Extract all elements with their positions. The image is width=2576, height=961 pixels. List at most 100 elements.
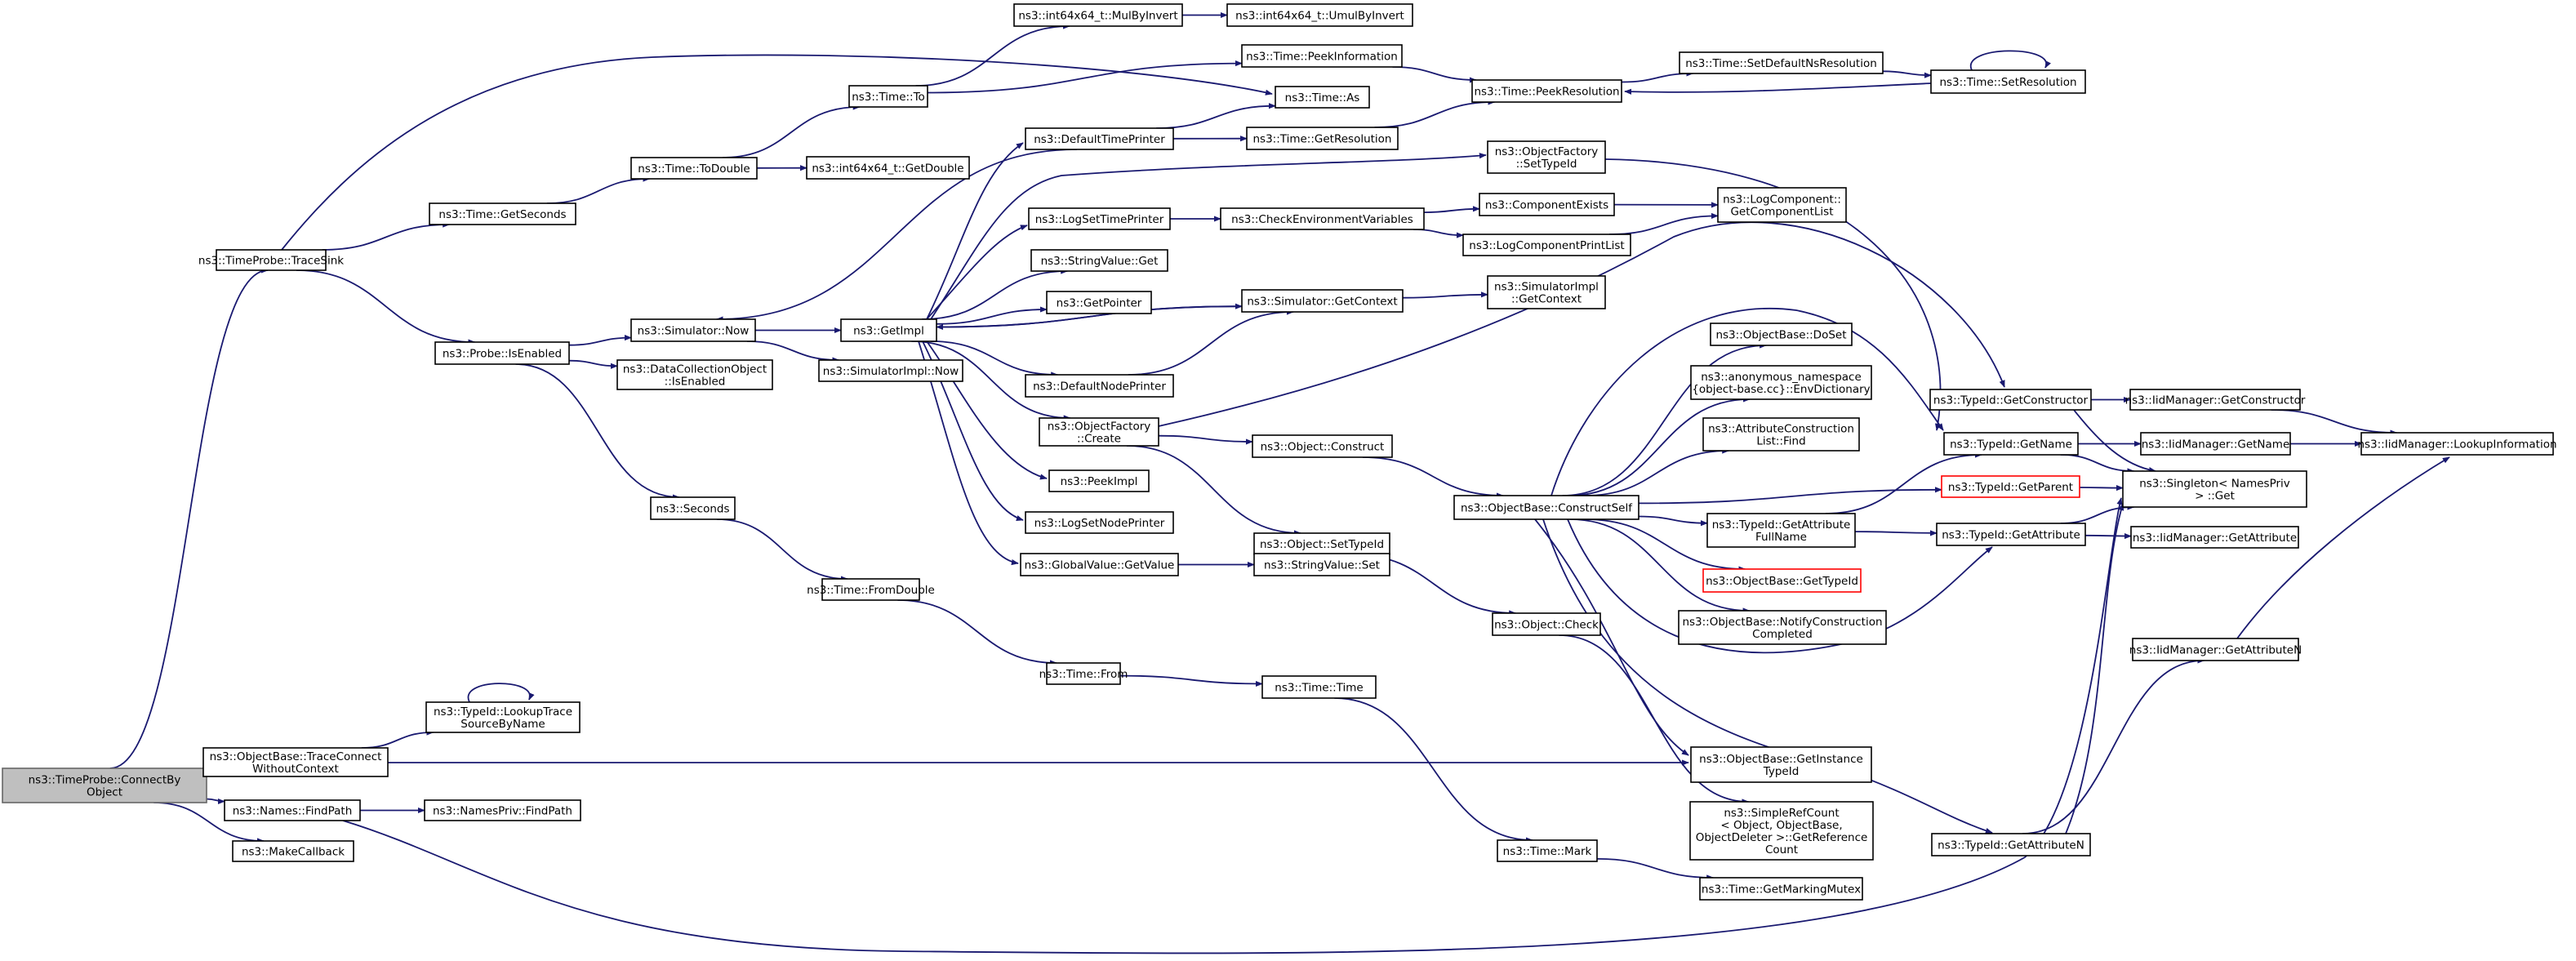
node-peekImpl[interactable]: ns3::PeekImpl	[1048, 469, 1150, 492]
node-box[interactable]	[1046, 291, 1152, 314]
node-componentExists[interactable]: ns3::ComponentExists	[1479, 193, 1615, 216]
node-box[interactable]	[1025, 374, 1174, 398]
node-getSeconds[interactable]: ns3::Time::GetSeconds	[429, 202, 576, 225]
node-defNodePrinter[interactable]: ns3::DefaultNodePrinter	[1025, 374, 1174, 398]
node-anonEnvDict[interactable]: ns3::anonymous_namespace{object-base.cc}…	[1690, 365, 1872, 400]
node-timeMark[interactable]: ns3::Time::Mark	[1497, 839, 1598, 862]
node-logCompPrintList[interactable]: ns3::LogComponentPrintList	[1462, 234, 1631, 256]
node-dcoIsEnabled[interactable]: ns3::DataCollectionObject::IsEnabled	[616, 359, 773, 390]
node-timeTime[interactable]: ns3::Time::Time	[1261, 675, 1377, 699]
node-box[interactable]	[1246, 127, 1399, 150]
node-box[interactable]	[1253, 553, 1390, 576]
node-iidGetAttributeN[interactable]: ns3::IidManager::GetAttributeN	[2129, 638, 2302, 661]
node-getPointer[interactable]: ns3::GetPointer	[1046, 291, 1152, 314]
node-box[interactable]	[1689, 801, 1874, 861]
node-iidGetAttribute[interactable]: ns3::IidManager::GetAttribute	[2130, 526, 2299, 549]
node-box[interactable]	[806, 156, 970, 180]
node-box[interactable]	[1497, 839, 1598, 862]
node-box[interactable]	[1226, 3, 1413, 27]
node-obDoSet[interactable]: ns3::ObjectBase::DoSet	[1710, 323, 1853, 346]
node-box[interactable]	[2129, 389, 2301, 411]
node-iidGetConstructor[interactable]: ns3::IidManager::GetConstructor	[2125, 389, 2306, 411]
node-box[interactable]	[1241, 289, 1404, 313]
node-gvGetValue[interactable]: ns3::GlobalValue::GetValue	[1020, 553, 1179, 576]
node-tidGetConstructor[interactable]: ns3::TypeId::GetConstructor	[1929, 389, 2092, 411]
node-simImplNow[interactable]: ns3::SimulatorImpl::Now	[818, 359, 963, 382]
node-box[interactable]	[1929, 389, 2092, 411]
node-timeAs[interactable]: ns3::Time::As	[1275, 86, 1370, 109]
node-simImplGetContext[interactable]: ns3::SimulatorImpl::GetContext	[1487, 275, 1606, 309]
node-singletonGet[interactable]: ns3::Singleton< NamesPriv> ::Get	[2122, 470, 2307, 508]
node-peekResolution[interactable]: ns3::Time::PeekResolution	[1471, 79, 1622, 103]
node-strValSet[interactable]: ns3::StringValue::Set	[1253, 553, 1390, 576]
node-fromDouble[interactable]: ns3::Time::FromDouble	[807, 578, 935, 601]
node-objSetTypeId[interactable]: ns3::Object::SetTypeId	[1253, 532, 1390, 555]
node-probeIsEnabled[interactable]: ns3::Probe::IsEnabled	[434, 341, 570, 365]
node-traceSink[interactable]: ns3::TimeProbe::TraceSink	[198, 249, 344, 271]
node-namesFindPath[interactable]: ns3::Names::FindPath	[224, 799, 361, 821]
node-box[interactable]	[650, 496, 736, 520]
node-box[interactable]	[1020, 553, 1179, 576]
node-getResolution[interactable]: ns3::Time::GetResolution	[1246, 127, 1399, 150]
node-peekInfo[interactable]: ns3::Time::PeekInformation	[1241, 44, 1403, 68]
node-objFactCreate[interactable]: ns3::ObjectFactory::Create	[1039, 417, 1159, 447]
node-box[interactable]	[1462, 234, 1631, 256]
node-tidGetAttributeN[interactable]: ns3::TypeId::GetAttributeN	[1931, 833, 2091, 856]
node-box[interactable]	[224, 799, 361, 821]
node-box[interactable]	[1492, 612, 1601, 636]
node-setDefNsRes[interactable]: ns3::Time::SetDefaultNsResolution	[1679, 51, 1884, 74]
node-box[interactable]	[1479, 193, 1615, 216]
node-box[interactable]	[232, 840, 354, 862]
node-getMarkingMutex[interactable]: ns3::Time::GetMarkingMutex	[1699, 877, 1863, 901]
node-box[interactable]	[1930, 69, 2086, 94]
node-obNotifyConstruction[interactable]: ns3::ObjectBase::NotifyConstructionCompl…	[1678, 610, 1887, 645]
node-box[interactable]	[1048, 469, 1150, 492]
node-box[interactable]	[1706, 513, 1856, 548]
node-box[interactable]	[1275, 86, 1370, 109]
node-getImpl[interactable]: ns3::GetImpl	[840, 318, 937, 342]
node-objConstruct[interactable]: ns3::Object::Construct	[1252, 434, 1393, 458]
node-box[interactable]	[818, 359, 963, 382]
node-box[interactable]	[1690, 746, 1872, 783]
node-umulByInvert[interactable]: ns3::int64x64_t::UmulByInvert	[1226, 3, 1413, 27]
node-box[interactable]	[1252, 434, 1393, 458]
node-box[interactable]	[425, 701, 581, 733]
node-iidGetName[interactable]: ns3::IidManager::GetName	[2140, 432, 2291, 456]
node-traceConnect[interactable]: ns3::ObjectBase::TraceConnectWithoutCont…	[202, 747, 389, 777]
node-logSetNodePrinter[interactable]: ns3::LogSetNodePrinter	[1025, 511, 1174, 534]
node-simNow[interactable]: ns3::Simulator::Now	[630, 318, 756, 342]
node-box[interactable]	[1710, 323, 1853, 346]
node-iidLookupInfo[interactable]: ns3::IidManager::LookupInformation	[2357, 432, 2557, 456]
node-namesPrivFindPath[interactable]: ns3::NamesPriv::FindPath	[424, 799, 581, 821]
node-box[interactable]	[424, 799, 581, 821]
node-box[interactable]	[821, 578, 920, 601]
node-box[interactable]	[1030, 249, 1168, 272]
node-i64GetDouble[interactable]: ns3::int64x64_t::GetDouble	[806, 156, 970, 180]
node-box[interactable]	[1453, 495, 1639, 520]
node-box[interactable]	[840, 318, 937, 342]
node-box[interactable]	[1487, 140, 1606, 174]
node-obConstructSelf[interactable]: ns3::ObjectBase::ConstructSelf	[1453, 495, 1639, 520]
node-box[interactable]	[1941, 475, 2080, 498]
node-box[interactable]	[1679, 51, 1884, 74]
node-box[interactable]	[2122, 470, 2307, 508]
node-box[interactable]	[216, 249, 327, 271]
node-box[interactable]	[202, 747, 389, 777]
node-obGetTypeId[interactable]: ns3::ObjectBase::GetTypeId	[1702, 568, 1862, 593]
node-makeCallback[interactable]: ns3::MakeCallback	[232, 840, 354, 862]
node-logSetTimePrinter[interactable]: ns3::LogSetTimePrinter	[1028, 207, 1171, 230]
node-box[interactable]	[2132, 638, 2299, 661]
node-checkEnvVars[interactable]: ns3::CheckEnvironmentVariables	[1220, 207, 1425, 230]
node-box[interactable]	[1943, 432, 2079, 456]
node-box[interactable]	[1046, 662, 1121, 685]
node-box[interactable]	[2360, 432, 2554, 456]
node-box[interactable]	[1471, 79, 1622, 103]
node-box[interactable]	[1702, 568, 1862, 593]
node-simpleRefCount[interactable]: ns3::SimpleRefCount< Object, ObjectBase,…	[1689, 801, 1874, 861]
node-box[interactable]	[1699, 877, 1863, 901]
